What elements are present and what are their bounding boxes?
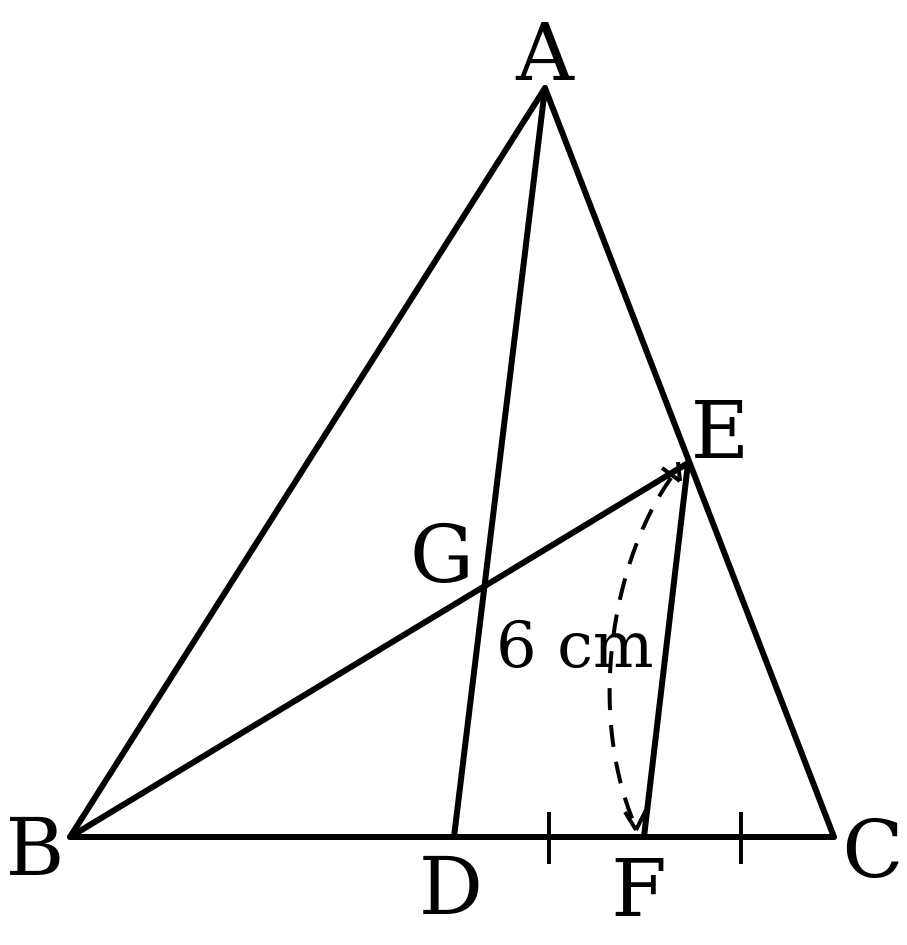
label-point-g: G: [410, 508, 474, 601]
label-point-e: E: [691, 384, 749, 477]
label-point-a: A: [515, 6, 575, 99]
measurement-label-ef: 6 cm: [496, 609, 654, 683]
label-point-c: C: [842, 803, 903, 896]
segment-ab: [67, 85, 548, 840]
segment-ef: [641, 460, 691, 840]
arrowhead-at-e: [660, 461, 682, 483]
dashed-measure-arc: [607, 476, 673, 829]
segment-ad: [451, 85, 548, 840]
arrowhead-at-f: [623, 809, 648, 832]
segment-be: [67, 460, 691, 840]
label-point-f: F: [611, 842, 667, 935]
label-point-b: B: [6, 801, 65, 894]
label-point-d: D: [419, 840, 483, 933]
